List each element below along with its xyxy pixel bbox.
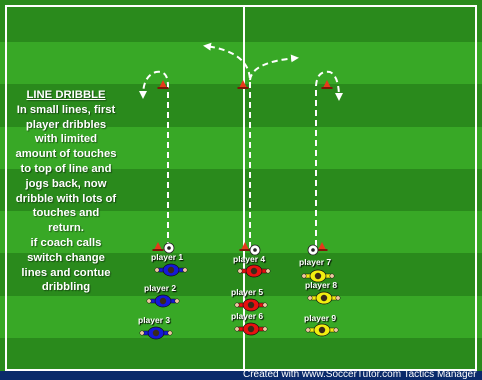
dribble-path-right-line (315, 70, 343, 246)
cone-icon (316, 242, 328, 251)
player-5-icon (234, 298, 268, 312)
player-label: player 8 (305, 280, 338, 290)
player-6-icon (234, 322, 268, 336)
cone-icon (239, 242, 251, 251)
dribble-path-middle-left (203, 42, 251, 248)
player-label: player 1 (151, 252, 184, 262)
grass-stripe (0, 42, 482, 86)
player-label: player 7 (299, 257, 332, 267)
player-2-icon (146, 294, 180, 308)
player-4-icon (237, 264, 271, 278)
description-line: touches and (32, 207, 100, 220)
description-line: switch change (27, 251, 105, 264)
dribble-path-left-line (139, 70, 169, 248)
footer-bar: Created with www.SoccerTutor.com Tactics… (0, 369, 482, 380)
cone-icon (321, 80, 333, 89)
grass-stripe (0, 211, 482, 255)
grass-stripe (0, 168, 482, 213)
player-7-icon (301, 269, 335, 283)
description-line: jogs back, now (25, 177, 107, 190)
grass-stripe (0, 0, 482, 44)
cone-icon (237, 80, 249, 89)
pitch-boundary (5, 5, 477, 371)
grass-stripe (0, 84, 482, 128)
player-8-icon (307, 291, 341, 305)
player-1-icon (154, 263, 188, 277)
description-line: dribble with lots of (15, 192, 117, 205)
ball-icon (249, 244, 261, 256)
player-label: player 4 (233, 254, 266, 264)
player-9-icon (305, 323, 339, 337)
footer-credit: Created with www.SoccerTutor.com Tactics… (243, 369, 477, 380)
description-line: In small lines, first (16, 103, 116, 116)
cone-icon (157, 80, 169, 89)
drill-description: LINE DRIBBLE In small lines, first player… (6, 88, 126, 295)
player-label: player 5 (231, 287, 264, 297)
drill-title: LINE DRIBBLE (26, 89, 106, 101)
halfway-line (243, 5, 245, 371)
description-line: with limited (34, 133, 98, 146)
player-label: player 6 (231, 311, 264, 321)
grass-stripe (0, 253, 482, 297)
description-line: player dribbles (25, 118, 107, 131)
player-label: player 9 (304, 313, 337, 323)
description-line: return. (48, 222, 84, 235)
ball-icon (307, 244, 319, 256)
description-line: amount of touches (15, 148, 117, 161)
description-line: dribbling (41, 281, 91, 294)
player-label: player 3 (138, 315, 171, 325)
player-3-icon (139, 326, 173, 340)
dribble-path-middle-right (249, 54, 299, 81)
description-line: to top of line and (20, 162, 112, 175)
ball-icon (163, 242, 175, 254)
description-line: lines and contue (21, 266, 111, 279)
grass-stripe (0, 126, 482, 170)
description-line: if coach calls (30, 236, 102, 249)
player-label: player 2 (144, 283, 177, 293)
cone-icon (152, 242, 164, 251)
